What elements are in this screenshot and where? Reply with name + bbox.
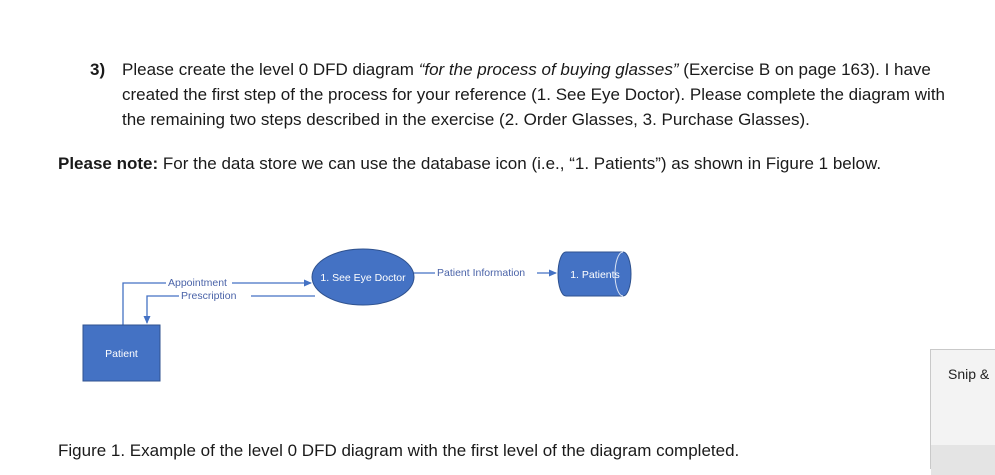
- see-eye-doctor-process: [311, 248, 415, 306]
- appointment-flow-label: Appointment: [168, 277, 227, 289]
- data-store-label: 1. Patients: [570, 269, 620, 281]
- appointment-flow-line: [122, 279, 312, 325]
- snip-tool-footer: [931, 445, 995, 475]
- prescription-label-backing: [179, 289, 251, 302]
- snip-tool-label[interactable]: Snip &: [948, 366, 990, 382]
- note-text: For the data store we can use the databa…: [158, 154, 882, 173]
- patients-data-store-rim: [614, 251, 624, 297]
- prescription-flow-line: [143, 295, 315, 324]
- question-text: Please create the level 0 DFD diagram “f…: [122, 57, 970, 132]
- patient-information-label-backing: [435, 266, 537, 279]
- question-text-start: Please create the level 0 DFD diagram: [122, 60, 419, 79]
- prescription-flow-label: Prescription: [181, 290, 237, 302]
- patient-information-flow-label: Patient Information: [437, 267, 525, 279]
- figure-caption: Figure 1. Example of the level 0 DFD dia…: [58, 441, 740, 460]
- question-text-rest: (Exercise B on page 163). I have created…: [122, 60, 946, 129]
- note-label: Please note:: [58, 154, 159, 173]
- question-italic-phrase: “for the process of buying glasses”: [418, 60, 679, 79]
- snip-tool-panel[interactable]: Snip &: [930, 349, 995, 475]
- patient-entity-box: [82, 324, 161, 382]
- appointment-label-backing: [166, 276, 232, 289]
- patient-entity-label: Patient: [105, 348, 138, 360]
- process-label: 1. See Eye Doctor: [320, 272, 406, 284]
- question-number: 3): [90, 60, 106, 79]
- note-paragraph: Please note: For the data store we can u…: [58, 152, 978, 176]
